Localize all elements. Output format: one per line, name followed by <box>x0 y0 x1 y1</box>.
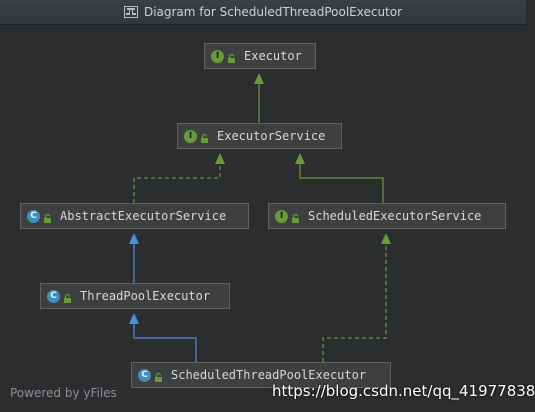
powered-by-label: Powered by yFiles <box>10 386 117 400</box>
node-label: ScheduledThreadPoolExecutor <box>171 368 367 382</box>
edge-abstractexecutorservice-to-executorservice <box>133 153 225 203</box>
node-scheduled-executor-service[interactable]: I ScheduledExecutorService <box>268 203 506 229</box>
lock-icon <box>291 212 300 223</box>
class-icon: C <box>138 368 151 382</box>
class-icon: C <box>47 289 60 303</box>
edge-threadpoolexecutor-to-abstractexecutorservice <box>129 233 139 283</box>
node-abstract-executor-service[interactable]: C AbstractExecutorService <box>20 203 249 229</box>
edge-scheduledthreadpoolexecutor-to-scheduledexecutorservice <box>322 233 391 362</box>
node-scheduled-thread-pool-executor[interactable]: C ScheduledThreadPoolExecutor <box>131 362 391 388</box>
lock-icon <box>227 52 236 63</box>
lock-icon <box>200 132 209 143</box>
lock-icon <box>43 212 52 223</box>
lock-icon <box>63 292 72 303</box>
class-icon: C <box>27 209 40 223</box>
interface-icon: I <box>211 49 224 63</box>
node-label: ExecutorService <box>217 129 326 143</box>
edge-scheduledexecutorservice-to-executorservice <box>295 153 384 203</box>
node-label: ScheduledExecutorService <box>308 209 482 223</box>
interface-icon: I <box>275 209 288 223</box>
node-label: ThreadPoolExecutor <box>80 289 211 303</box>
edge-executorservice-to-executor <box>254 73 264 123</box>
lock-icon <box>154 371 163 382</box>
node-executor[interactable]: I Executor <box>204 43 316 69</box>
watermark-url: https://blog.csdn.net/qq_41977838 <box>272 382 535 400</box>
interface-icon: I <box>184 129 197 143</box>
diagram-icon <box>123 6 138 18</box>
node-label: Executor <box>244 49 302 63</box>
edge-scheduledthreadpoolexecutor-to-threadpoolexecutor <box>129 313 197 362</box>
window-title: Diagram for ScheduledThreadPoolExecutor <box>143 5 403 19</box>
node-label: AbstractExecutorService <box>60 209 227 223</box>
node-thread-pool-executor[interactable]: C ThreadPoolExecutor <box>40 283 230 309</box>
window-title-bar: Diagram for ScheduledThreadPoolExecutor <box>0 0 526 25</box>
node-executor-service[interactable]: I ExecutorService <box>177 123 342 149</box>
